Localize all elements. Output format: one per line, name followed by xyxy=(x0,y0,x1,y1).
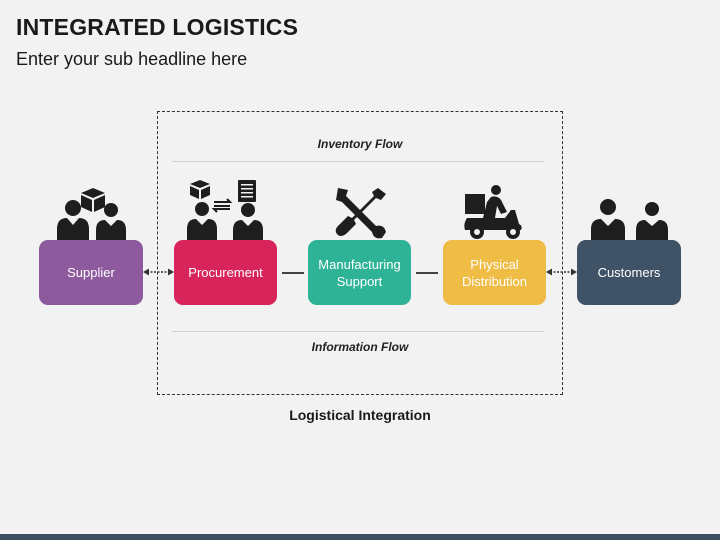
manufacturing-distribution-line xyxy=(416,272,438,274)
procurement-box: Procurement xyxy=(174,240,277,305)
tools-icon xyxy=(335,188,386,239)
physical-distribution-label: Physical Distribution xyxy=(461,256,528,289)
inventory-flow-line xyxy=(172,161,544,162)
page-title: INTEGRATED LOGISTICS xyxy=(16,14,299,40)
information-flow-label: Information Flow xyxy=(311,340,409,354)
procurement-people-icon xyxy=(187,180,263,240)
supplier-procurement-arrow xyxy=(143,268,174,276)
people-with-box-icon xyxy=(57,188,126,240)
integration-frame xyxy=(157,111,563,395)
customers-people-icon xyxy=(591,199,668,240)
manufacturing-support-label: Manufacturing Support xyxy=(318,256,401,289)
inventory-flow-label: Inventory Flow xyxy=(317,137,403,151)
customers-label: Customers xyxy=(597,265,661,280)
manufacturing-support-box: Manufacturing Support xyxy=(308,240,411,305)
bottom-bar xyxy=(0,534,720,540)
delivery-scooter-icon xyxy=(464,185,522,239)
supplier-label: Supplier xyxy=(67,265,115,280)
information-flow-line xyxy=(172,331,544,332)
customers-box: Customers xyxy=(577,240,681,305)
procurement-label: Procurement xyxy=(188,265,263,280)
logistical-integration-label: Logistical Integration xyxy=(289,407,431,423)
procurement-manufacturing-line xyxy=(282,272,304,274)
page-subtitle: Enter your sub headline here xyxy=(16,49,248,69)
physical-distribution-box: Physical Distribution xyxy=(443,240,546,305)
supplier-box: Supplier xyxy=(39,240,143,305)
distribution-customers-arrow xyxy=(546,268,577,276)
